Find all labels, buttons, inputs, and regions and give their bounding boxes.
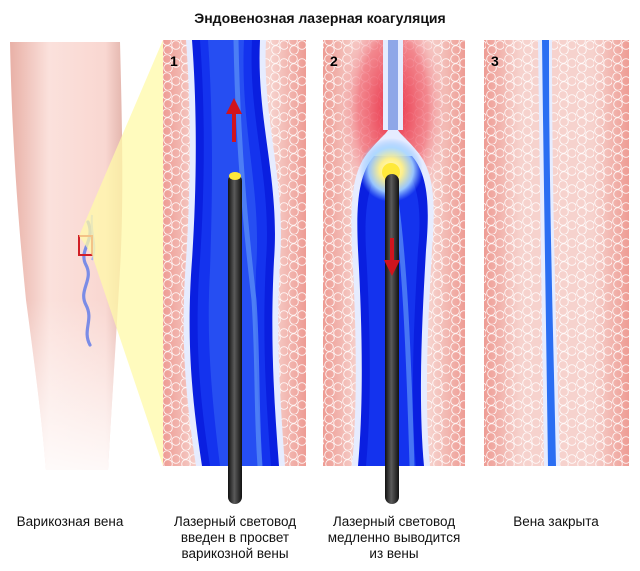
zoom-wedge: [79, 40, 163, 466]
panel-3-art: [484, 40, 629, 466]
laser-fiber-1: [228, 460, 242, 504]
page-title: Эндовенозная лазерная коагуляция: [194, 10, 446, 26]
panel-2-number: 2: [330, 53, 338, 69]
panel-3-number: 3: [491, 53, 499, 69]
panel-1-number: 1: [170, 53, 178, 69]
panel-1-caption: Лазерный световод введен в просвет варик…: [173, 514, 297, 561]
laser-fiber-2: [385, 460, 399, 504]
panel-3-caption: Вена закрыта: [513, 514, 599, 529]
panel-1-art: [163, 40, 306, 466]
panel-2-art: [323, 40, 465, 466]
leg-caption: Варикозная вена: [16, 514, 124, 529]
panel-2-caption: Лазерный световод медленно выводится из …: [327, 514, 461, 561]
